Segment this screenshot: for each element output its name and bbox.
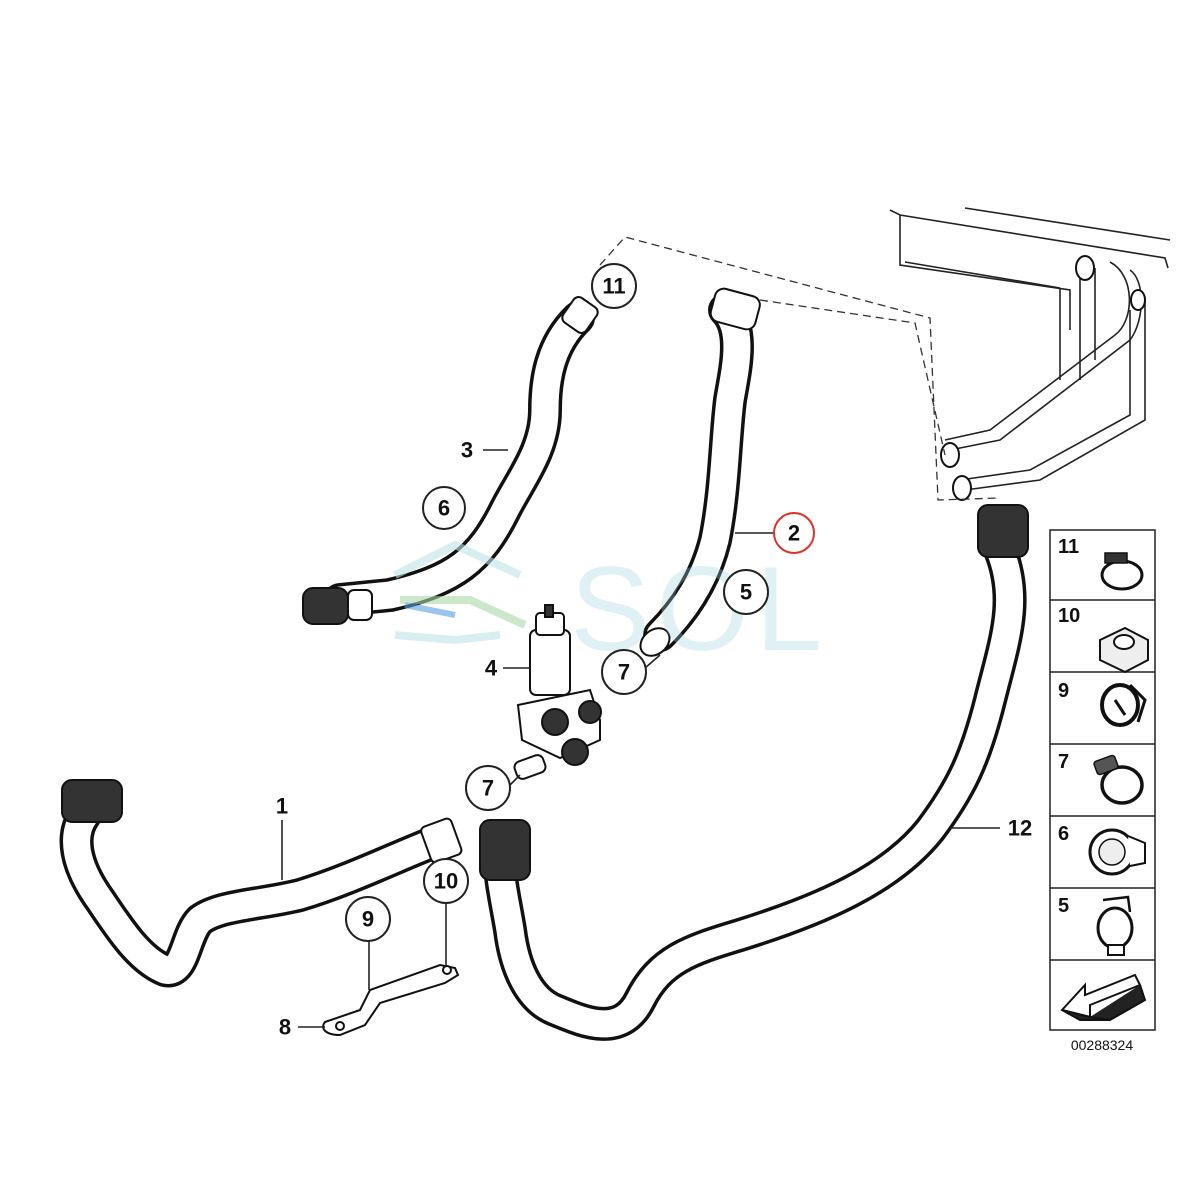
svg-text:7: 7: [482, 776, 494, 801]
parts-legend: 11 10 9 7 6 5: [1049, 529, 1156, 1031]
valve-outlet: [513, 754, 547, 780]
hex-nut-icon: [1099, 626, 1149, 674]
svg-text:9: 9: [362, 907, 374, 932]
spring-clip-icon: [1096, 895, 1134, 956]
svg-text:7: 7: [618, 660, 630, 685]
callout-9: 9: [345, 896, 391, 942]
leader-lines: [281, 449, 1000, 1028]
hose-1: [59, 779, 463, 988]
legend-label-0: 11: [1058, 536, 1079, 558]
leader-7-lower: [509, 774, 521, 786]
core-fitting-a: [1075, 255, 1095, 281]
valve-port-c: [561, 738, 589, 766]
callout-11-top: 11: [591, 263, 637, 309]
legend-label-1: 10: [1058, 605, 1080, 627]
clamp-spring-icon: [1100, 552, 1144, 591]
valve-solenoid: [529, 629, 571, 696]
svg-text:2: 2: [788, 521, 800, 546]
hose-2: [639, 287, 761, 657]
core-fitting-b: [1130, 289, 1146, 311]
callout-6: 6: [422, 486, 466, 530]
valve-pin: [544, 604, 554, 618]
hose-12-connector-top: [977, 504, 1029, 558]
dashed-connections: [599, 236, 1001, 501]
legend-label-4: 6: [1058, 823, 1069, 845]
hose-2-fitting-top: [709, 287, 761, 331]
label-12: 12: [1008, 816, 1032, 841]
bracket-8: [322, 963, 460, 1037]
callout-5: 5: [723, 569, 769, 615]
hose-12-connector-bottom: [479, 819, 531, 881]
hose-1-connector: [61, 779, 123, 823]
hose-3: [302, 296, 599, 625]
svg-text:11: 11: [602, 274, 625, 299]
hose-3-end-top: [561, 296, 599, 334]
core-outlet-lower: [952, 475, 972, 501]
label-4: 4: [485, 656, 498, 681]
callout-2: 2: [773, 512, 815, 554]
cable-clip-icon: [1100, 683, 1147, 727]
bracket-hole-2: [442, 965, 452, 975]
water-valve: [513, 604, 602, 780]
legend-label-5: 5: [1058, 895, 1069, 917]
label-1: 1: [276, 794, 288, 819]
hose-clip-icon: [1088, 828, 1146, 876]
callout-10: 10: [423, 858, 469, 904]
svg-text:5: 5: [740, 580, 752, 605]
label-8: 8: [279, 1015, 291, 1040]
label-3: 3: [461, 438, 473, 463]
bracket-hole: [335, 1021, 345, 1031]
svg-text:6: 6: [438, 496, 450, 521]
callout-7-upper: 7: [601, 649, 647, 695]
hose-3-clamp: [347, 589, 373, 621]
hose-2-end: [639, 627, 671, 657]
legend-label-2: 9: [1058, 680, 1069, 702]
valve-port-a: [541, 708, 569, 736]
valve-port-b: [578, 700, 602, 724]
hose-3-connector: [302, 587, 349, 625]
legend-label-3: 7: [1058, 751, 1069, 773]
heater-core: [889, 207, 1171, 501]
svg-text:10: 10: [434, 869, 458, 894]
worm-clamp-icon: [1093, 754, 1144, 805]
reference-number: 00288324: [1071, 1037, 1134, 1053]
hose-12: [479, 504, 1029, 1041]
core-outlet-upper: [940, 442, 960, 468]
leader-7-upper: [644, 654, 661, 669]
callout-7-lower: 7: [465, 765, 511, 811]
direction-arrow-icon: [1060, 973, 1147, 1022]
